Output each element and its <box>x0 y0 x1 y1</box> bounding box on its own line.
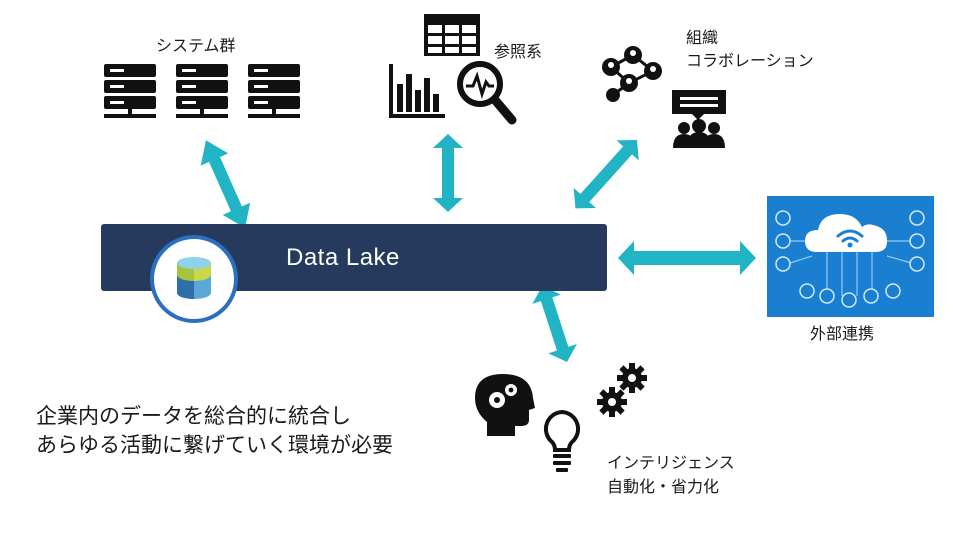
statement-line2: あらゆる活動に繋げていく環境が必要 <box>36 433 393 457</box>
intelligence-label-line1: インテリジェンス <box>607 453 735 472</box>
bar-chart-icon <box>389 64 445 118</box>
collaboration-label-line2: コラボレーション <box>686 51 814 70</box>
network-people-icon <box>602 46 662 102</box>
head-gears-icon <box>475 374 535 436</box>
intelligence-label-line2: 自動化・省力化 <box>607 477 720 496</box>
database-badge <box>150 235 238 323</box>
gears-icon <box>597 363 647 417</box>
database-icon <box>177 257 211 299</box>
systems-label: システム群 <box>156 36 236 55</box>
arrow-reference <box>433 134 463 212</box>
arrow-collaboration <box>573 140 639 209</box>
data-lake-title: Data Lake <box>286 244 400 271</box>
server-icon <box>104 64 300 118</box>
iot-cloud-panel <box>767 196 934 317</box>
collaboration-label-line1: 組織 <box>686 28 719 47</box>
chat-group-icon <box>672 90 726 148</box>
arrow-intelligence <box>532 285 577 362</box>
reference-label: 参照系 <box>494 42 543 61</box>
statement-line1: 企業内のデータを総合的に統合し <box>36 404 351 428</box>
arrow-systems <box>200 140 251 228</box>
magnifier-pulse-icon <box>457 61 517 125</box>
arrow-external <box>618 241 756 275</box>
cloud-wifi-icon <box>775 210 925 308</box>
external-label: 外部連携 <box>810 324 875 343</box>
table-grid-icon <box>424 14 480 56</box>
lightbulb-icon <box>543 409 581 472</box>
statement-text: 企業内のデータを総合的に統合し あらゆる活動に繋げていく環境が必要 <box>36 402 393 460</box>
